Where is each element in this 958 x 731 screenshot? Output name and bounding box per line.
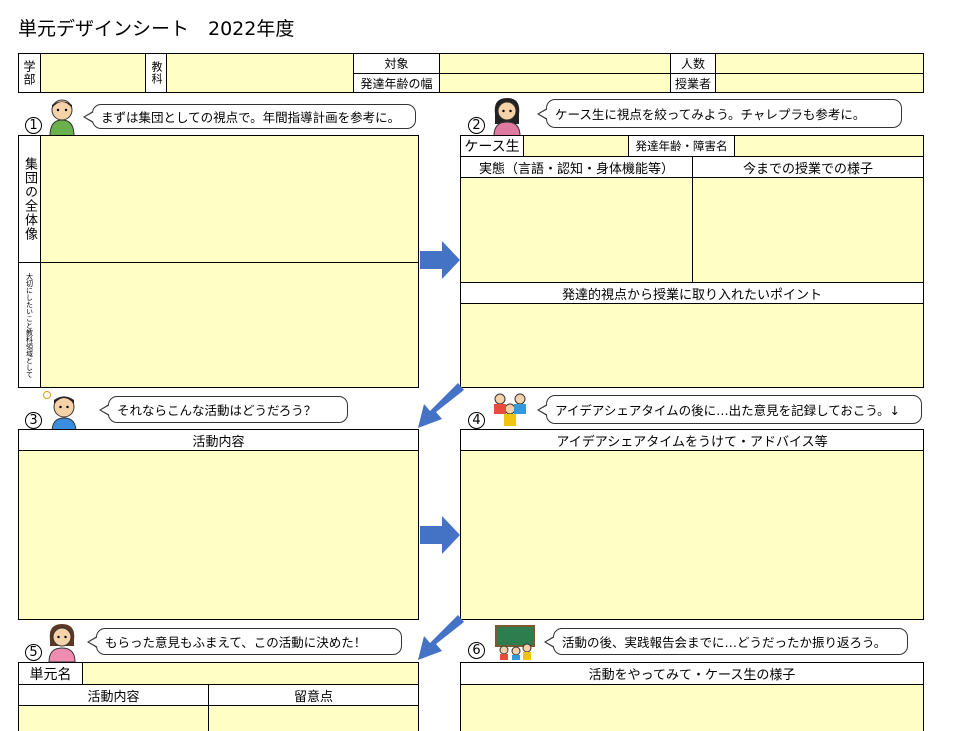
- ninzu-label: 人数: [670, 53, 716, 74]
- point-header: 発達的視点から授業に取り入れたいポイント: [460, 282, 924, 304]
- subject-focus-field[interactable]: [40, 262, 419, 388]
- group-overview-field[interactable]: [40, 135, 419, 263]
- yosu-header: 今までの授業での様子: [692, 156, 924, 178]
- jittai-header: 実態（言語・認知・身体機能等）: [460, 156, 693, 178]
- point-field[interactable]: [460, 303, 924, 388]
- section-6-number: 6: [468, 642, 485, 659]
- age-disability-label: 発達年齢・障害名: [628, 135, 735, 157]
- jittai-field[interactable]: [460, 177, 693, 283]
- kyoka-field[interactable]: [166, 53, 354, 93]
- woman-teacher-icon: [493, 98, 521, 137]
- ninzu-field[interactable]: [715, 53, 924, 74]
- age-disability-field[interactable]: [734, 135, 924, 157]
- classroom-icon: [495, 625, 535, 660]
- advice-field[interactable]: [460, 450, 924, 620]
- arrow-down-left-icon: [418, 615, 464, 660]
- section-1-number: 1: [25, 117, 42, 134]
- case-student-label: ケース生: [460, 135, 524, 157]
- kyoka-label: 教科: [145, 53, 167, 93]
- section-6-bubble: 活動の後、実践報告会までに…どうだったか振り返ろう。: [544, 628, 908, 655]
- hattatsu-haba-field[interactable]: [439, 73, 671, 93]
- section-5-number: 5: [25, 644, 42, 661]
- page-title: 単元デザインシート 2022年度: [18, 18, 295, 40]
- gakubu-field[interactable]: [40, 53, 146, 93]
- boy-teacher-icon: [49, 99, 75, 137]
- activity-content-field[interactable]: [18, 450, 419, 620]
- activity-content-header: 活動内容: [18, 429, 419, 451]
- group-children-icon: [494, 393, 526, 426]
- planned-activity-field[interactable]: [18, 705, 209, 731]
- yosu-field[interactable]: [692, 177, 924, 283]
- advice-header: アイデアシェアタイムをうけて・アドバイス等: [460, 429, 924, 451]
- planned-activity-header: 活動内容: [18, 684, 209, 706]
- section-1-bubble: まずは集団としての視点で。年間指導計画を参考に。: [83, 104, 416, 129]
- reflection-field[interactable]: [460, 684, 924, 731]
- reflection-header: 活動をやってみて・ケース生の様子: [460, 662, 924, 685]
- group-overview-label: 集団の全体像: [18, 135, 41, 263]
- arrow-right-icon: [420, 516, 460, 554]
- section-4-bubble: アイデアシェアタイムの後に…出た意見を記録しておこう。↓: [537, 395, 922, 424]
- girl-icon: [48, 624, 76, 663]
- section-2-number: 2: [468, 117, 485, 134]
- section-5-bubble: もらった意見もふまえて、この活動に決めた！: [87, 628, 402, 655]
- section-4-number: 4: [468, 412, 485, 429]
- unit-name-label: 単元名: [18, 662, 83, 685]
- section-3-bubble: それならこんな活動はどうだろう？: [99, 396, 348, 423]
- hattatsu-haba-label: 発達年齢の幅: [353, 73, 440, 93]
- unit-name-field[interactable]: [82, 662, 419, 685]
- thinking-boy-icon: [43, 391, 77, 433]
- taisho-field[interactable]: [439, 53, 671, 74]
- jugyosha-label: 授業者: [670, 73, 716, 93]
- case-student-field[interactable]: [523, 135, 629, 157]
- gakubu-label: 学部: [18, 53, 41, 93]
- jugyosha-field[interactable]: [715, 73, 924, 93]
- subject-focus-label: 大切にしたいこと教科領域として: [18, 262, 41, 388]
- notes-header: 留意点: [208, 684, 419, 706]
- arrow-right-icon: [420, 241, 460, 279]
- notes-field[interactable]: [208, 705, 419, 731]
- taisho-label: 対象: [353, 53, 440, 74]
- arrow-down-left-icon: [418, 383, 464, 428]
- section-2-bubble: ケース生に視点を絞ってみよう。チャレプラも参考に。: [537, 99, 902, 128]
- section-3-number: 3: [25, 412, 42, 429]
